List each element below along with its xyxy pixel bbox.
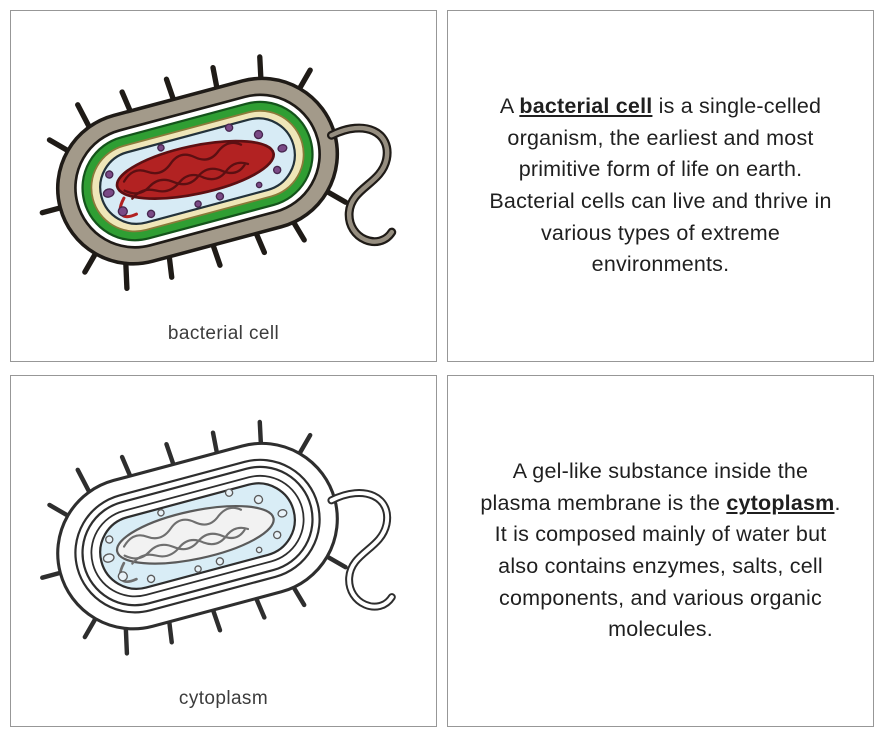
flagellum: [326, 489, 396, 611]
caption-bacterial-cell: bacterial cell: [167, 323, 280, 344]
ribosome-dots: [102, 123, 287, 219]
card-cytoplasm-picture: cytoplasm: [10, 375, 437, 727]
nucleoid: [115, 139, 275, 219]
card-cytoplasm-text: A gel-like substance inside the plasma m…: [447, 375, 874, 727]
bacterial-cell-diagram-icon: [39, 54, 396, 292]
card-bacterial-cell-text: A bacterial cell is a single-celled orga…: [447, 10, 874, 362]
ribosome-dots: [102, 488, 287, 584]
description-prefix: A gel-like substance inside the plasma m…: [480, 459, 809, 515]
bacterial-cell-description: A bacterial cell is a single-celled orga…: [475, 91, 847, 281]
cytoplasm-diagram-icon: [39, 419, 396, 656]
term-cytoplasm: cytoplasm: [726, 490, 835, 515]
description-suffix: is a single-celled organism, the earlies…: [489, 94, 832, 277]
caption-cytoplasm: cytoplasm: [178, 688, 269, 709]
description-prefix: A: [499, 94, 520, 119]
term-bacterial-cell: bacterial cell: [519, 94, 653, 119]
description-suffix: . It is composed mainly of water but als…: [494, 490, 841, 642]
nucleoid: [115, 504, 275, 583]
flagellum: [326, 123, 396, 246]
card-bacterial-cell-picture: bacterial cell: [10, 10, 437, 362]
cytoplasm-description: A gel-like substance inside the plasma m…: [475, 456, 847, 646]
